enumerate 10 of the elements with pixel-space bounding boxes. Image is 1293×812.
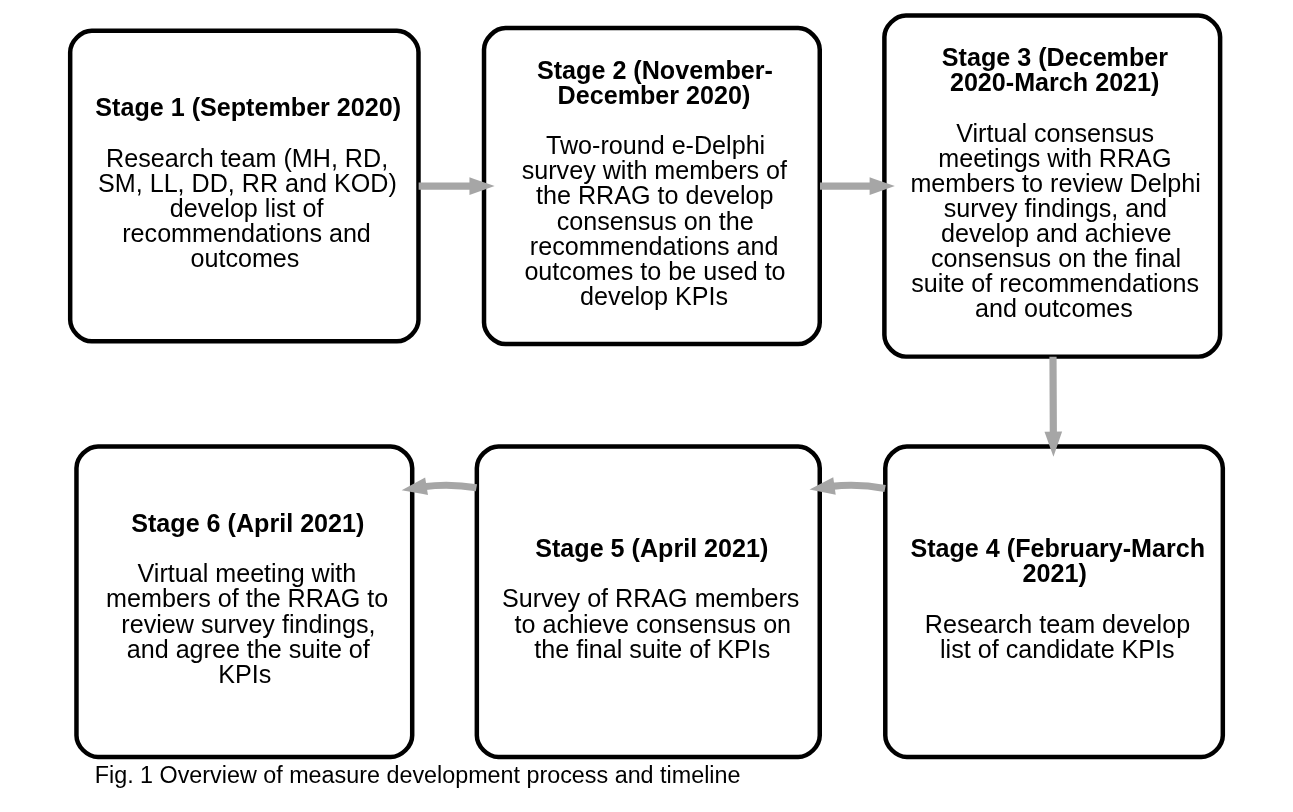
node-box: Stage 1 (September 2020) Research team (MH, RD, SM, LL, DD, RR and KOD) develop list of recommendations and outcomes — [67, 28, 421, 344]
node-box: Stage 2 (November-December 2020) Two-round e-Delphi survey with members of the RRAG to develop consensus on the recommendations and outcomes to be used to develop KPIs — [481, 25, 822, 347]
node-box: Stage 4 (February-March 2021) Research team develop list of candidate KPIs — [883, 444, 1226, 760]
node-box: Stage 5 (April 2021) Survey of RRAG members to achieve consensus on the final suite of KPIs — [474, 444, 822, 760]
caption: Fig. 1 Overview of measure development process and timeline — [94, 761, 741, 788]
node-box: Stage 6 (April 2021) Virtual meeting with members of the RRAG to review survey findings, and agree the suite of KPIs — [74, 444, 415, 760]
node-box: Stage 3 (December 2020-March 2021) Virtual consensus meetings with RRAG members to review Delphi survey findings, and develop and achieve consensus on the final suite of recommendations and outcomes — [882, 13, 1223, 359]
arrow — [1044, 356, 1063, 457]
arrow — [418, 177, 495, 195]
arrow — [809, 477, 886, 495]
